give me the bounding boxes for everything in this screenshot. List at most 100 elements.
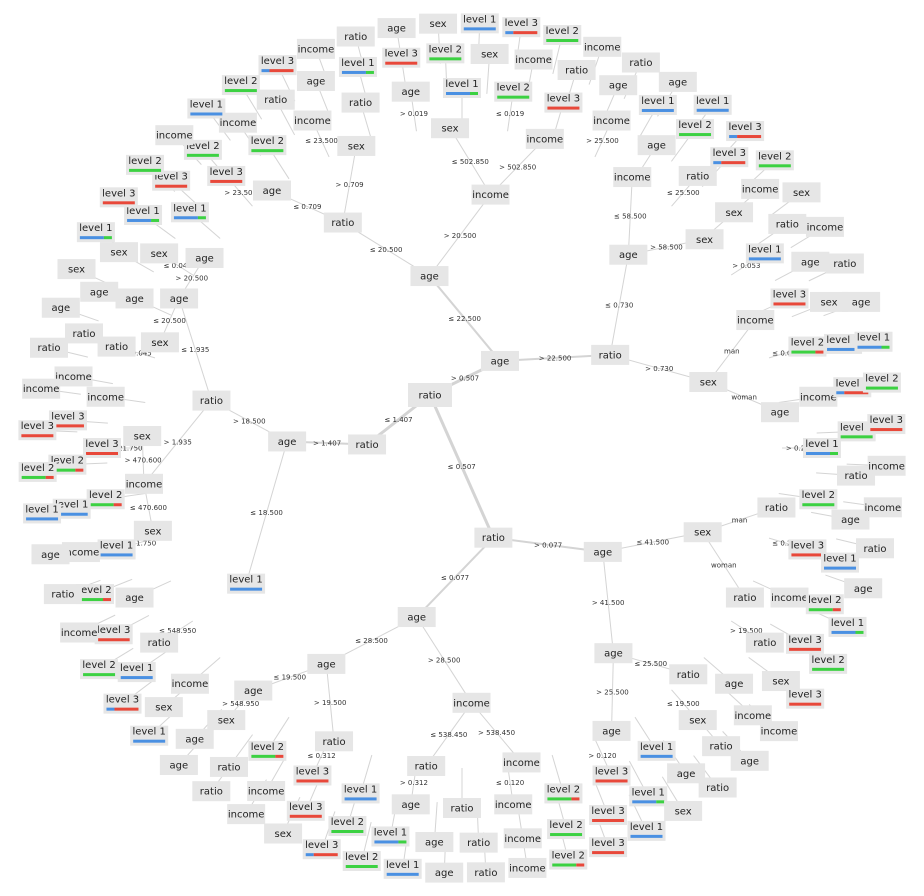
node-label: income bbox=[742, 184, 779, 195]
node-label: age bbox=[602, 726, 621, 737]
node-box bbox=[480, 350, 519, 371]
node-box bbox=[599, 75, 638, 96]
node-label: sex bbox=[694, 528, 711, 539]
class-distribution-bar bbox=[855, 630, 864, 634]
node-label: level 3 bbox=[210, 167, 243, 178]
node-label: level 3 bbox=[154, 172, 187, 183]
class-distribution-bar bbox=[592, 818, 625, 822]
class-distribution-bar bbox=[831, 630, 856, 634]
tree-node-ratio: ratio bbox=[466, 862, 505, 883]
node-label: ratio bbox=[765, 503, 788, 514]
node-label: level 2 bbox=[82, 660, 115, 671]
tree-link bbox=[627, 177, 633, 255]
node-label: age bbox=[852, 297, 871, 308]
class-distribution-bar bbox=[679, 133, 712, 137]
tree-node-level-2: level 2 bbox=[788, 336, 827, 357]
edge-label: > 25.500 bbox=[596, 689, 629, 697]
class-distribution-bar bbox=[791, 350, 816, 354]
tree-node-ratio: ratio bbox=[336, 26, 375, 47]
node-box bbox=[43, 584, 82, 605]
node-box bbox=[770, 587, 809, 608]
node-label: ratio bbox=[418, 391, 441, 402]
tree-node-age: age bbox=[115, 587, 154, 608]
tree-link bbox=[602, 551, 614, 654]
node-box bbox=[160, 288, 199, 309]
node-label: income bbox=[761, 727, 798, 738]
class-distribution-bar bbox=[75, 468, 84, 472]
node-box bbox=[185, 247, 224, 268]
edge-label: ≤ 0.281 bbox=[772, 540, 800, 548]
node-box bbox=[22, 378, 61, 399]
tree-node-sex: sex bbox=[678, 710, 717, 731]
edge-label: > 502.850 bbox=[499, 163, 536, 171]
class-distribution-bar bbox=[463, 27, 496, 31]
tree-node-sex: sex bbox=[144, 697, 183, 718]
node-label: age bbox=[244, 686, 263, 697]
edge-label: ≤ 25.500 bbox=[667, 189, 700, 197]
edge-label: > 721.750 bbox=[119, 540, 156, 548]
tree-node-age: age bbox=[583, 541, 622, 562]
tree-node-age: age bbox=[391, 81, 430, 102]
class-distribution-bar bbox=[106, 707, 115, 711]
edge-label: ≤ 22.500 bbox=[448, 315, 481, 323]
edge-label: > 538.450 bbox=[478, 729, 515, 737]
tree-node-level-1: level 1 bbox=[693, 94, 732, 115]
node-label: ratio bbox=[37, 343, 60, 354]
tree-node-age: age bbox=[730, 750, 769, 771]
node-box bbox=[31, 544, 70, 565]
tree-node-income: income bbox=[22, 378, 61, 399]
node-label: sex bbox=[481, 49, 498, 60]
tree-node-ratio: ratio bbox=[29, 337, 68, 358]
node-label: income bbox=[453, 698, 490, 709]
node-label: sex bbox=[218, 716, 235, 727]
tree-node-age: age bbox=[667, 763, 706, 784]
node-box bbox=[621, 52, 660, 73]
node-label: ratio bbox=[629, 58, 652, 69]
node-box bbox=[86, 386, 125, 407]
node-label: sex bbox=[820, 297, 837, 308]
node-label: age bbox=[51, 303, 70, 314]
edge-label: > 25.500 bbox=[586, 137, 619, 145]
class-distribution-bar bbox=[713, 161, 722, 165]
tree-node-age: age bbox=[594, 643, 633, 664]
node-label: age bbox=[725, 679, 744, 690]
tree-node-ratio: ratio bbox=[621, 52, 660, 73]
tree-node-level-3: level 3 bbox=[589, 804, 628, 825]
node-box bbox=[115, 288, 154, 309]
node-label: level 2 bbox=[89, 490, 122, 501]
edge-label: ≤ 41.500 bbox=[636, 539, 669, 547]
edge-label: ≤ 25.500 bbox=[635, 660, 668, 668]
tree-node-age: age bbox=[425, 862, 464, 883]
node-label: age bbox=[125, 593, 144, 604]
class-distribution-bar bbox=[79, 236, 104, 240]
class-distribution-bar bbox=[120, 676, 153, 680]
node-label: age bbox=[278, 437, 297, 448]
tree-node-age: age bbox=[41, 297, 80, 318]
class-distribution-bar bbox=[155, 184, 188, 188]
node-label: level 2 bbox=[865, 374, 898, 385]
tree-node-income: income bbox=[799, 386, 838, 407]
class-distribution-bar bbox=[210, 179, 243, 183]
class-distribution-bar bbox=[576, 863, 585, 867]
tree-node-income: income bbox=[247, 781, 286, 802]
node-box bbox=[736, 310, 775, 331]
node-box bbox=[494, 794, 533, 815]
node-label: level 1 bbox=[120, 663, 153, 674]
tree-link bbox=[428, 275, 501, 362]
node-label: level 2 bbox=[186, 141, 219, 152]
class-distribution-bar bbox=[398, 840, 407, 844]
node-box bbox=[207, 710, 246, 731]
tree-node-age: age bbox=[391, 794, 430, 815]
tree-node-ratio: ratio bbox=[64, 323, 103, 344]
node-box bbox=[837, 465, 876, 486]
tree-link bbox=[415, 536, 495, 618]
node-label: level 3 bbox=[97, 625, 130, 636]
tree-node-level-3: level 3 bbox=[94, 624, 133, 645]
tree-node-age: age bbox=[234, 680, 273, 701]
class-distribution-bar bbox=[102, 201, 135, 205]
tree-node-level-3: level 3 bbox=[788, 539, 827, 560]
tree-node-level-2: level 2 bbox=[183, 139, 222, 160]
class-distribution-bar bbox=[824, 566, 857, 570]
class-distribution-bar bbox=[51, 424, 84, 428]
